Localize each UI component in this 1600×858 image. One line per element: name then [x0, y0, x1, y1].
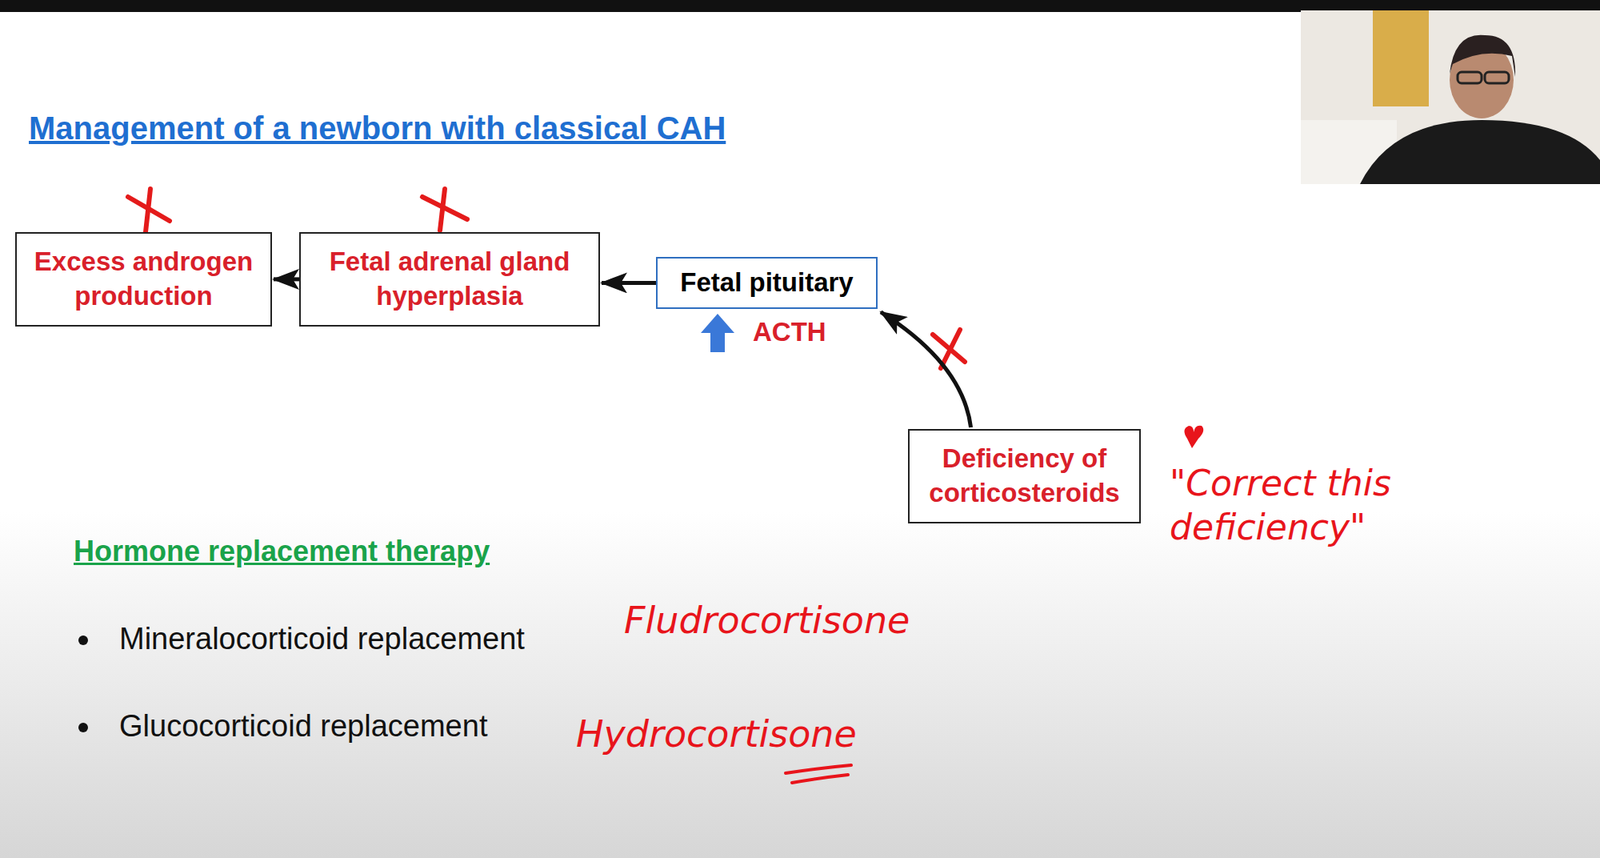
bullet	[78, 722, 88, 732]
bottom-shade	[0, 512, 1600, 858]
increase-arrow	[700, 313, 735, 352]
heart-doodle	[1184, 425, 1204, 448]
top-bar	[0, 0, 1600, 12]
process-box: Excess androgen production	[15, 232, 272, 327]
box-text: Excess androgen production	[28, 244, 260, 314]
double-underline	[785, 764, 852, 783]
hormone-label: ACTH	[752, 316, 827, 348]
box-text: Fetal pituitary	[680, 265, 853, 300]
handwritten-note: "Correct this deficiency"	[1169, 460, 1466, 549]
process-box: Fetal pituitary	[656, 256, 878, 309]
bullet-text: Glucocorticoid replacement	[119, 708, 488, 744]
bullet-text: Mineralocorticoid replacement	[119, 621, 525, 656]
process-box: Deficiency of corticosteroids	[908, 428, 1141, 524]
webcam-feed	[1300, 10, 1600, 184]
handwritten-drug: Hydrocortisone	[576, 712, 857, 756]
handwritten-drug: Fludrocortisone	[624, 598, 910, 642]
flow-arrow	[880, 312, 972, 428]
slide-title: Management of a newborn with classical C…	[28, 110, 726, 147]
box-text: Fetal adrenal gland hyperplasia	[312, 244, 588, 314]
section-heading: Hormone replacement therapy	[73, 534, 490, 568]
bullet	[78, 635, 88, 645]
flow-arrow	[273, 276, 300, 281]
flow-arrow	[601, 280, 656, 285]
box-text: Deficiency of corticosteroids	[920, 441, 1128, 511]
process-box: Fetal adrenal gland hyperplasia	[299, 232, 600, 327]
